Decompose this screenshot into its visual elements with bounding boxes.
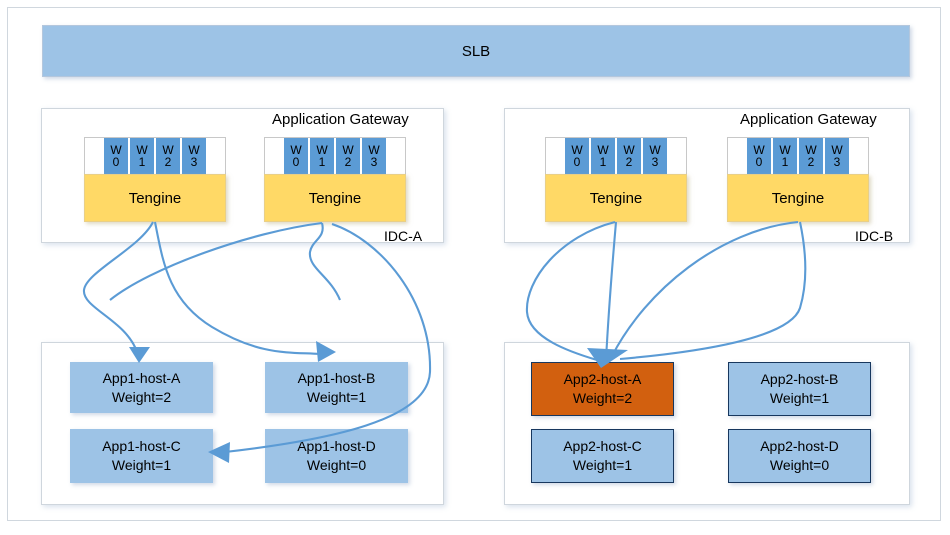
worker-index: 2 xyxy=(807,155,815,169)
worker-prefix: W xyxy=(649,142,661,157)
worker-index: 1 xyxy=(138,155,146,169)
host-box-app1-host-c[interactable]: App1-host-C Weight=1 xyxy=(70,429,213,483)
worker-strip-b1: W 0 W 1 W 2 W 3 xyxy=(545,137,687,175)
tengine-label: Tengine xyxy=(589,189,643,207)
worker-pad xyxy=(387,138,405,174)
worker-prefix: W xyxy=(188,142,200,157)
worker-prefix: W xyxy=(597,142,609,157)
worker-index: 1 xyxy=(781,155,789,169)
worker-index: 3 xyxy=(370,155,378,169)
tengine-label: Tengine xyxy=(308,189,362,207)
worker-strip-b2: W 0 W 1 W 2 W 3 xyxy=(727,137,869,175)
worker-cell-w2[interactable]: W 2 xyxy=(335,138,361,174)
worker-pad xyxy=(546,138,564,174)
worker-index: 3 xyxy=(833,155,841,169)
worker-cell-w1[interactable]: W 1 xyxy=(309,138,335,174)
worker-index: 0 xyxy=(755,155,763,169)
worker-cell-w0[interactable]: W 0 xyxy=(746,138,772,174)
worker-prefix: W xyxy=(623,142,635,157)
worker-prefix: W xyxy=(805,142,817,157)
worker-cell-w3[interactable]: W 3 xyxy=(824,138,850,174)
host-name: App1-host-C xyxy=(102,438,181,455)
worker-cell-w3[interactable]: W 3 xyxy=(361,138,387,174)
host-box-app2-host-d[interactable]: App2-host-D Weight=0 xyxy=(728,429,871,483)
idc-label-b: IDC-B xyxy=(855,228,894,244)
host-box-app1-host-a[interactable]: App1-host-A Weight=2 xyxy=(70,362,213,413)
worker-index: 0 xyxy=(292,155,300,169)
host-name: App1-host-D xyxy=(297,438,376,455)
tengine-box-b2[interactable]: Tengine xyxy=(727,174,869,222)
host-box-app2-host-b[interactable]: App2-host-B Weight=1 xyxy=(728,362,871,416)
host-name: App2-host-C xyxy=(563,438,642,455)
host-box-app2-host-c[interactable]: App2-host-C Weight=1 xyxy=(531,429,674,483)
worker-index: 0 xyxy=(112,155,120,169)
worker-index: 3 xyxy=(190,155,198,169)
worker-cell-w2[interactable]: W 2 xyxy=(616,138,642,174)
worker-strip-a2: W 0 W 1 W 2 W 3 xyxy=(264,137,406,175)
host-name: App1-host-B xyxy=(297,369,376,386)
host-name: App2-host-B xyxy=(760,371,839,388)
gateway-title-idc-a: Application Gateway xyxy=(272,111,409,128)
worker-index: 0 xyxy=(573,155,581,169)
slb-label: SLB xyxy=(461,42,491,60)
worker-index: 2 xyxy=(344,155,352,169)
host-box-app2-host-a[interactable]: App2-host-A Weight=2 xyxy=(531,362,674,416)
host-weight: Weight=1 xyxy=(111,457,172,473)
worker-prefix: W xyxy=(368,142,380,157)
worker-prefix: W xyxy=(136,142,148,157)
worker-prefix: W xyxy=(110,142,122,157)
worker-pad xyxy=(728,138,746,174)
host-box-app1-host-b[interactable]: App1-host-B Weight=1 xyxy=(265,362,408,413)
worker-index: 1 xyxy=(318,155,326,169)
tengine-label: Tengine xyxy=(128,189,182,207)
host-weight: Weight=2 xyxy=(572,390,633,406)
idc-label-a: IDC-A xyxy=(384,228,423,244)
host-weight: Weight=1 xyxy=(769,390,830,406)
worker-prefix: W xyxy=(831,142,843,157)
host-weight: Weight=2 xyxy=(111,388,172,405)
worker-prefix: W xyxy=(753,142,765,157)
worker-cell-w2[interactable]: W 2 xyxy=(798,138,824,174)
worker-prefix: W xyxy=(162,142,174,157)
worker-cell-w0[interactable]: W 0 xyxy=(103,138,129,174)
tengine-box-b1[interactable]: Tengine xyxy=(545,174,687,222)
worker-strip-a1: W 0 W 1 W 2 W 3 xyxy=(84,137,226,175)
worker-index: 3 xyxy=(651,155,659,169)
worker-pad xyxy=(668,138,686,174)
host-weight: Weight=1 xyxy=(306,388,367,405)
worker-prefix: W xyxy=(290,142,302,157)
worker-index: 2 xyxy=(625,155,633,169)
worker-prefix: W xyxy=(342,142,354,157)
host-weight: Weight=1 xyxy=(572,457,633,473)
worker-index: 1 xyxy=(599,155,607,169)
host-name: App1-host-A xyxy=(102,369,181,386)
tengine-label: Tengine xyxy=(771,189,825,207)
worker-pad xyxy=(850,138,868,174)
worker-prefix: W xyxy=(779,142,791,157)
host-name: App2-host-A xyxy=(563,371,642,388)
gateway-title-idc-b: Application Gateway xyxy=(740,111,877,128)
slb-bar: SLB xyxy=(42,25,910,77)
host-name: App2-host-D xyxy=(760,438,839,455)
worker-cell-w1[interactable]: W 1 xyxy=(129,138,155,174)
worker-cell-w1[interactable]: W 1 xyxy=(772,138,798,174)
worker-index: 2 xyxy=(164,155,172,169)
worker-cell-w2[interactable]: W 2 xyxy=(155,138,181,174)
worker-cell-w0[interactable]: W 0 xyxy=(283,138,309,174)
worker-cell-w1[interactable]: W 1 xyxy=(590,138,616,174)
worker-pad xyxy=(265,138,283,174)
host-box-app1-host-d[interactable]: App1-host-D Weight=0 xyxy=(265,429,408,483)
worker-pad xyxy=(207,138,225,174)
worker-cell-w3[interactable]: W 3 xyxy=(181,138,207,174)
worker-prefix: W xyxy=(571,142,583,157)
worker-cell-w3[interactable]: W 3 xyxy=(642,138,668,174)
worker-pad xyxy=(85,138,103,174)
worker-cell-w0[interactable]: W 0 xyxy=(564,138,590,174)
tengine-box-a1[interactable]: Tengine xyxy=(84,174,226,222)
host-weight: Weight=0 xyxy=(306,457,367,473)
tengine-box-a2[interactable]: Tengine xyxy=(264,174,406,222)
worker-prefix: W xyxy=(316,142,328,157)
host-weight: Weight=0 xyxy=(769,457,830,473)
